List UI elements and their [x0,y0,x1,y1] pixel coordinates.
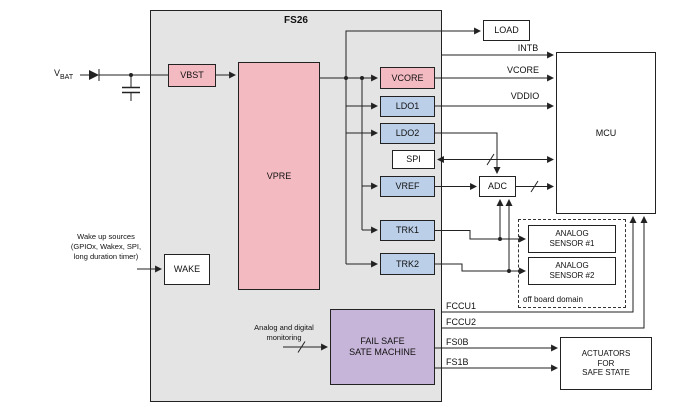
wire-vpre-vcore [320,74,379,82]
vbat-label-main: V [54,68,61,78]
wire-ldo2-adc [435,132,501,175]
signal-label-intb: INTB [517,43,539,53]
wire-vbat [80,69,168,101]
block-fail-safe-state-machine: FAIL SAFE SATE MACHINE [330,309,435,385]
block-vpre: VPRE [238,62,320,290]
fail-safe-label-line1: FAIL SAFE [360,336,405,347]
block-mcu: MCU [556,52,656,214]
block-wake: WAKE [164,254,210,285]
wire-sensor1-adc [496,198,504,241]
signal-label-fs1b: FS1B [446,357,469,367]
block-vcore: VCORE [380,67,435,89]
wake-sources-line1: Wake up sources [77,232,135,241]
actuators-label-line2: FOR [597,358,615,368]
signal-label-fccu2: FCCU2 [446,317,477,327]
chip-title: FS26 [284,15,308,26]
monitoring-line1: Analog and digital [254,323,314,332]
block-vbst: VBST [168,64,216,87]
monitoring-note: Analog and digital monitoring [243,323,325,343]
wire-fccu2 [442,215,648,329]
signal-label-vcore: VCORE [506,65,539,75]
bus-slash [297,341,306,353]
bus-slash [530,180,539,193]
block-trk1: TRK1 [380,220,435,241]
block-analog-sensor-1: ANALOG SENSOR #1 [528,225,616,253]
off-board-domain-box: off board domain [518,219,626,308]
block-ldo2: LDO2 [380,123,435,144]
signal-label-fs0b: FS0B [446,337,469,347]
wire-sensor2-adc [505,198,513,273]
signal-label-vddio: VDDIO [510,91,540,101]
block-ldo1: LDO1 [380,96,435,117]
diode-icon [89,70,99,80]
block-vref: VREF [380,176,435,197]
wire-spi-mcu [436,153,555,166]
actuators-label-line3: SAFE STATE [582,368,630,378]
wire-trk1-sensor1 [435,230,527,243]
block-spi: SPI [392,150,435,169]
monitoring-line2: monitoring [266,332,302,342]
wire-adc-mcu [516,180,555,193]
sensor1-label-line2: SENSOR #1 [549,239,595,248]
block-analog-sensor-2: ANALOG SENSOR #2 [528,257,616,285]
block-trk2: TRK2 [380,253,435,275]
off-board-domain-label: off board domain [523,295,583,304]
signal-label-fccu1: FCCU1 [446,301,477,311]
wire-fccu1 [442,215,637,313]
vbat-label: VBAT [54,68,73,81]
bus-vpre-right [361,78,379,234]
sensor2-label-line1: ANALOG [555,261,589,271]
bus-slash [486,153,495,166]
block-actuators: ACTUATORS FOR SAFE STATE [560,337,652,390]
wire-trk2-sensor2 [435,263,527,275]
capacitor-icon [122,75,140,101]
wire-monitoring [283,341,329,353]
sensor2-label-line2: SENSOR #2 [549,271,595,280]
block-load: LOAD [483,20,530,41]
wake-sources-line3: long duration timer) [73,251,139,261]
actuators-label-line1: ACTUATORS [581,349,631,359]
sensor1-label-line1: ANALOG [555,229,589,239]
wake-sources-line2: (GPIOx, Wakex, SPI, [70,241,142,251]
block-adc: ADC [479,176,516,197]
vbat-label-sub: BAT [60,73,74,81]
fail-safe-label-line2: SATE MACHINE [349,347,416,357]
wake-sources-note: Wake up sources (GPIOx, Wakex, SPI, long… [58,232,154,261]
